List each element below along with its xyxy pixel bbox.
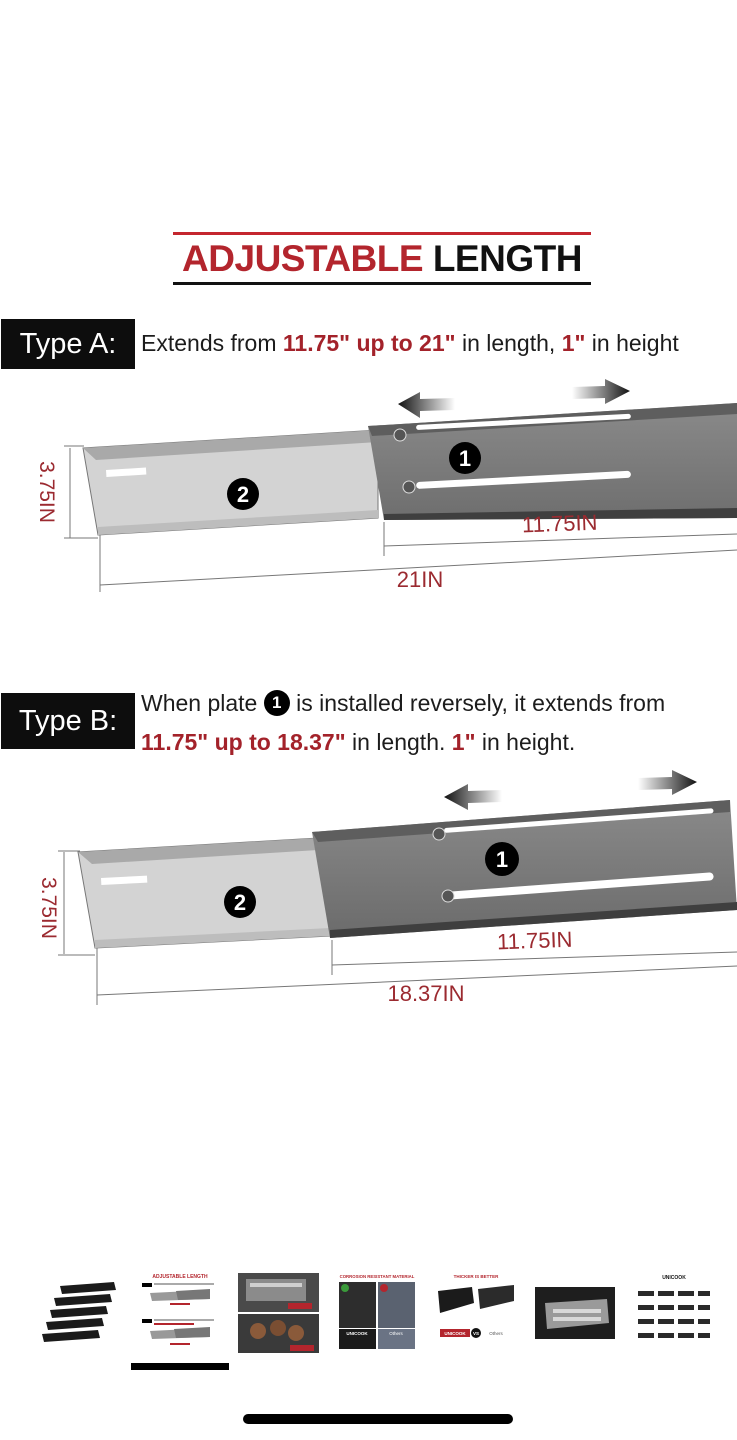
thumbnail-2[interactable]: ADJUSTABLE LENGTH [140, 1273, 220, 1353]
plate-2-shape [77, 837, 331, 949]
thumbnail-5[interactable]: THICKER IS BETTER UNICOOK VS Others [436, 1273, 516, 1353]
type-b-description-line1: When plate 1 is installed reversely, it … [141, 689, 666, 718]
type-b-line2-mid: in length. [345, 729, 452, 755]
title-part-1: ADJUSTABLE [182, 238, 424, 279]
thumb-4-other: Others [389, 1331, 403, 1336]
type-a-inner-length-label: 11.75IN [522, 510, 598, 538]
type-a-height-value: 1" [561, 330, 586, 356]
plate-1-number: 1 [496, 847, 508, 872]
dimension-lines-a [64, 445, 737, 592]
plate-1-number: 1 [459, 446, 471, 471]
title-part-2: LENGTH [432, 238, 583, 279]
plate-2-shape [82, 429, 379, 536]
plate-2-marker [224, 886, 256, 918]
thumb-5-title: THICKER IS BETTER [454, 1274, 500, 1279]
type-b-height-label: 3.75IN [37, 877, 60, 939]
type-a-height-label: 3.75IN [35, 461, 58, 523]
thumb-2-title: ADJUSTABLE LENGTH [152, 1274, 208, 1280]
thumbnail-4[interactable]: CORROSION RESISTANT MATERIAL UNICOOK Oth… [337, 1273, 417, 1353]
type-a-diagram: 1 2 3.75IN 11.75IN 21IN [35, 379, 737, 592]
thumbnail-6[interactable] [535, 1273, 615, 1353]
type-a-desc-post: in height [585, 330, 679, 356]
thumbnail-7[interactable]: UNICOOK [634, 1273, 714, 1353]
plate-2-marker [227, 478, 259, 510]
thumb-5-other: Others [489, 1331, 503, 1336]
thumbnail-1[interactable] [40, 1278, 120, 1358]
adjustable-length-thumb-icon: ADJUSTABLE LENGTH [140, 1273, 220, 1353]
title-bottom-rule [173, 282, 591, 285]
type-b-length-range: 11.75" up to 18.37" [141, 729, 346, 755]
grill-photo-icon [238, 1273, 319, 1353]
type-b-total-length-label: 18.37IN [387, 981, 464, 1006]
type-b-line1-post: is installed reversely, it extends from [289, 690, 666, 716]
type-a-desc-pre: Extends from [141, 330, 283, 356]
arrow-left-icon [444, 784, 502, 810]
thicker-is-better-thumb-icon: THICKER IS BETTER UNICOOK VS Others [436, 1273, 516, 1353]
plate-1-marker [449, 442, 481, 474]
burner-closeup-icon [535, 1287, 615, 1339]
heat-plates-icon [42, 1282, 116, 1342]
dimension-lines-b [58, 850, 737, 1005]
type-a-total-length-label: 21IN [397, 567, 443, 592]
arrow-left-icon [398, 392, 455, 418]
home-indicator[interactable] [243, 1414, 513, 1424]
type-a-badge: Type A: [1, 319, 135, 369]
page-title: ADJUSTABLE LENGTH [173, 238, 591, 280]
thumb-5-vs: VS [473, 1331, 479, 1336]
thumbnail-3[interactable] [238, 1273, 319, 1353]
plate-1-shape [368, 403, 737, 520]
type-b-line2-post: in height. [475, 729, 576, 755]
type-b-description-line2: 11.75" up to 18.37" in length. 1" in hei… [141, 729, 575, 757]
arrow-right-icon [572, 379, 630, 404]
corrosion-resistant-thumb-icon: CORROSION RESISTANT MATERIAL UNICOOK Oth… [337, 1273, 417, 1353]
models-grid-icon: UNICOOK [634, 1273, 714, 1353]
title-top-rule [173, 232, 591, 235]
type-b-badge: Type B: [1, 693, 135, 749]
plate-1-shape [312, 800, 737, 938]
type-b-height-value: 1" [451, 729, 476, 755]
type-b-diagram: 1 2 3.75IN 11.75IN 18.37IN [37, 770, 737, 1006]
thumb-7-brand: UNICOOK [662, 1275, 686, 1281]
plate-2-number: 2 [234, 890, 246, 915]
type-b-inner-length-label: 11.75IN [497, 927, 573, 955]
plate-2-number: 2 [237, 482, 249, 507]
type-a-desc-mid: in length, [455, 330, 562, 356]
type-b-line1-pre: When plate [141, 690, 264, 716]
type-a-length-range: 11.75" up to 21" [282, 330, 456, 356]
plate-1-marker [485, 842, 519, 876]
plate-1-inline-marker: 1 [263, 689, 290, 716]
thumb-4-brand: UNICOOK [346, 1331, 368, 1336]
thumb-4-title: CORROSION RESISTANT MATERIAL [340, 1274, 415, 1279]
type-a-description: Extends from 11.75" up to 21" in length,… [141, 330, 679, 358]
arrow-right-icon [638, 770, 697, 795]
thumbnail-selected-indicator [131, 1363, 229, 1370]
thumb-5-brand: UNICOOK [444, 1331, 466, 1336]
